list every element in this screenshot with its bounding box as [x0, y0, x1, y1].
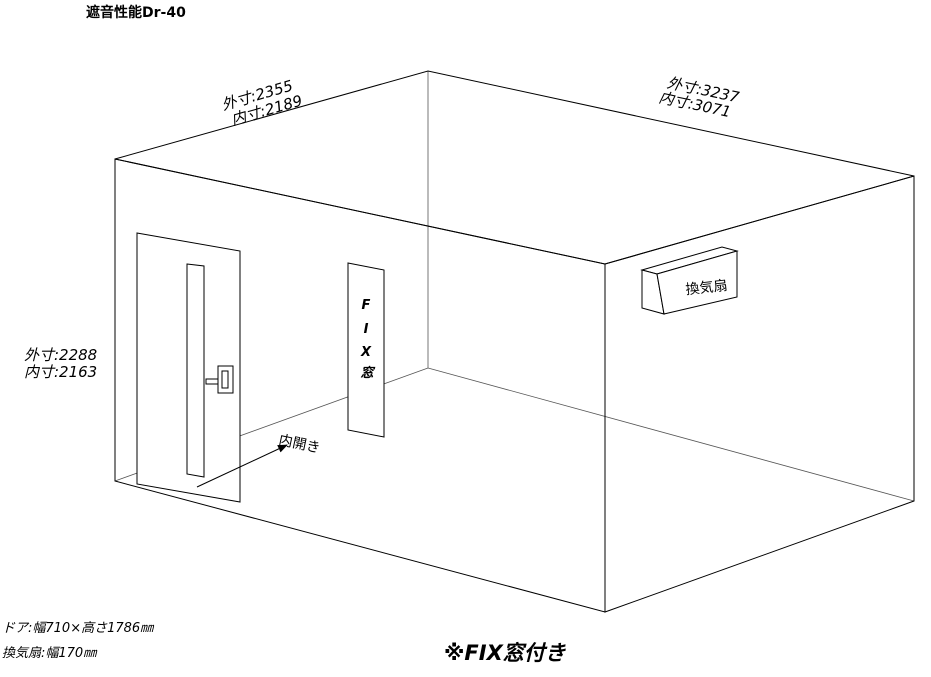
right-wall [604, 175, 915, 613]
door-swing-label: 内開き [277, 432, 321, 456]
fix-window-letter-f: F [362, 298, 371, 313]
depth-dimension: 外寸:3237 内寸:3071 [657, 74, 741, 121]
fix-window-feature: ※FIX窓付き [444, 641, 566, 665]
door [136, 232, 241, 503]
height-inner: 内寸:2163 [24, 363, 97, 381]
fix-window-letter-mado: 窓 [360, 365, 375, 381]
height-dimension: 外寸:2288 内寸:2163 [24, 346, 97, 381]
door-swing-arrow [196, 444, 288, 488]
door-handle [205, 365, 234, 394]
ventilation-fan: 換気扇 [640, 246, 739, 315]
width-dimension: 外寸:2355 内寸:2189 [220, 77, 305, 129]
fan-front [656, 250, 738, 315]
fix-window-letter-x: X [360, 345, 372, 360]
fan-label: 換気扇 [685, 278, 728, 298]
room-box [114, 70, 915, 613]
fan-size-note: 換気扇:幅170㎜ [2, 646, 98, 661]
height-outer: 外寸:2288 [24, 346, 97, 364]
door-size-note: ドア:幅710×高さ1786㎜ [2, 621, 155, 636]
door-window-slot [186, 263, 205, 478]
fix-window-letter-i: I [364, 322, 369, 337]
title: 遮音性能Dr-40 [86, 4, 186, 21]
fix-window: F I X 窓 [347, 262, 385, 438]
